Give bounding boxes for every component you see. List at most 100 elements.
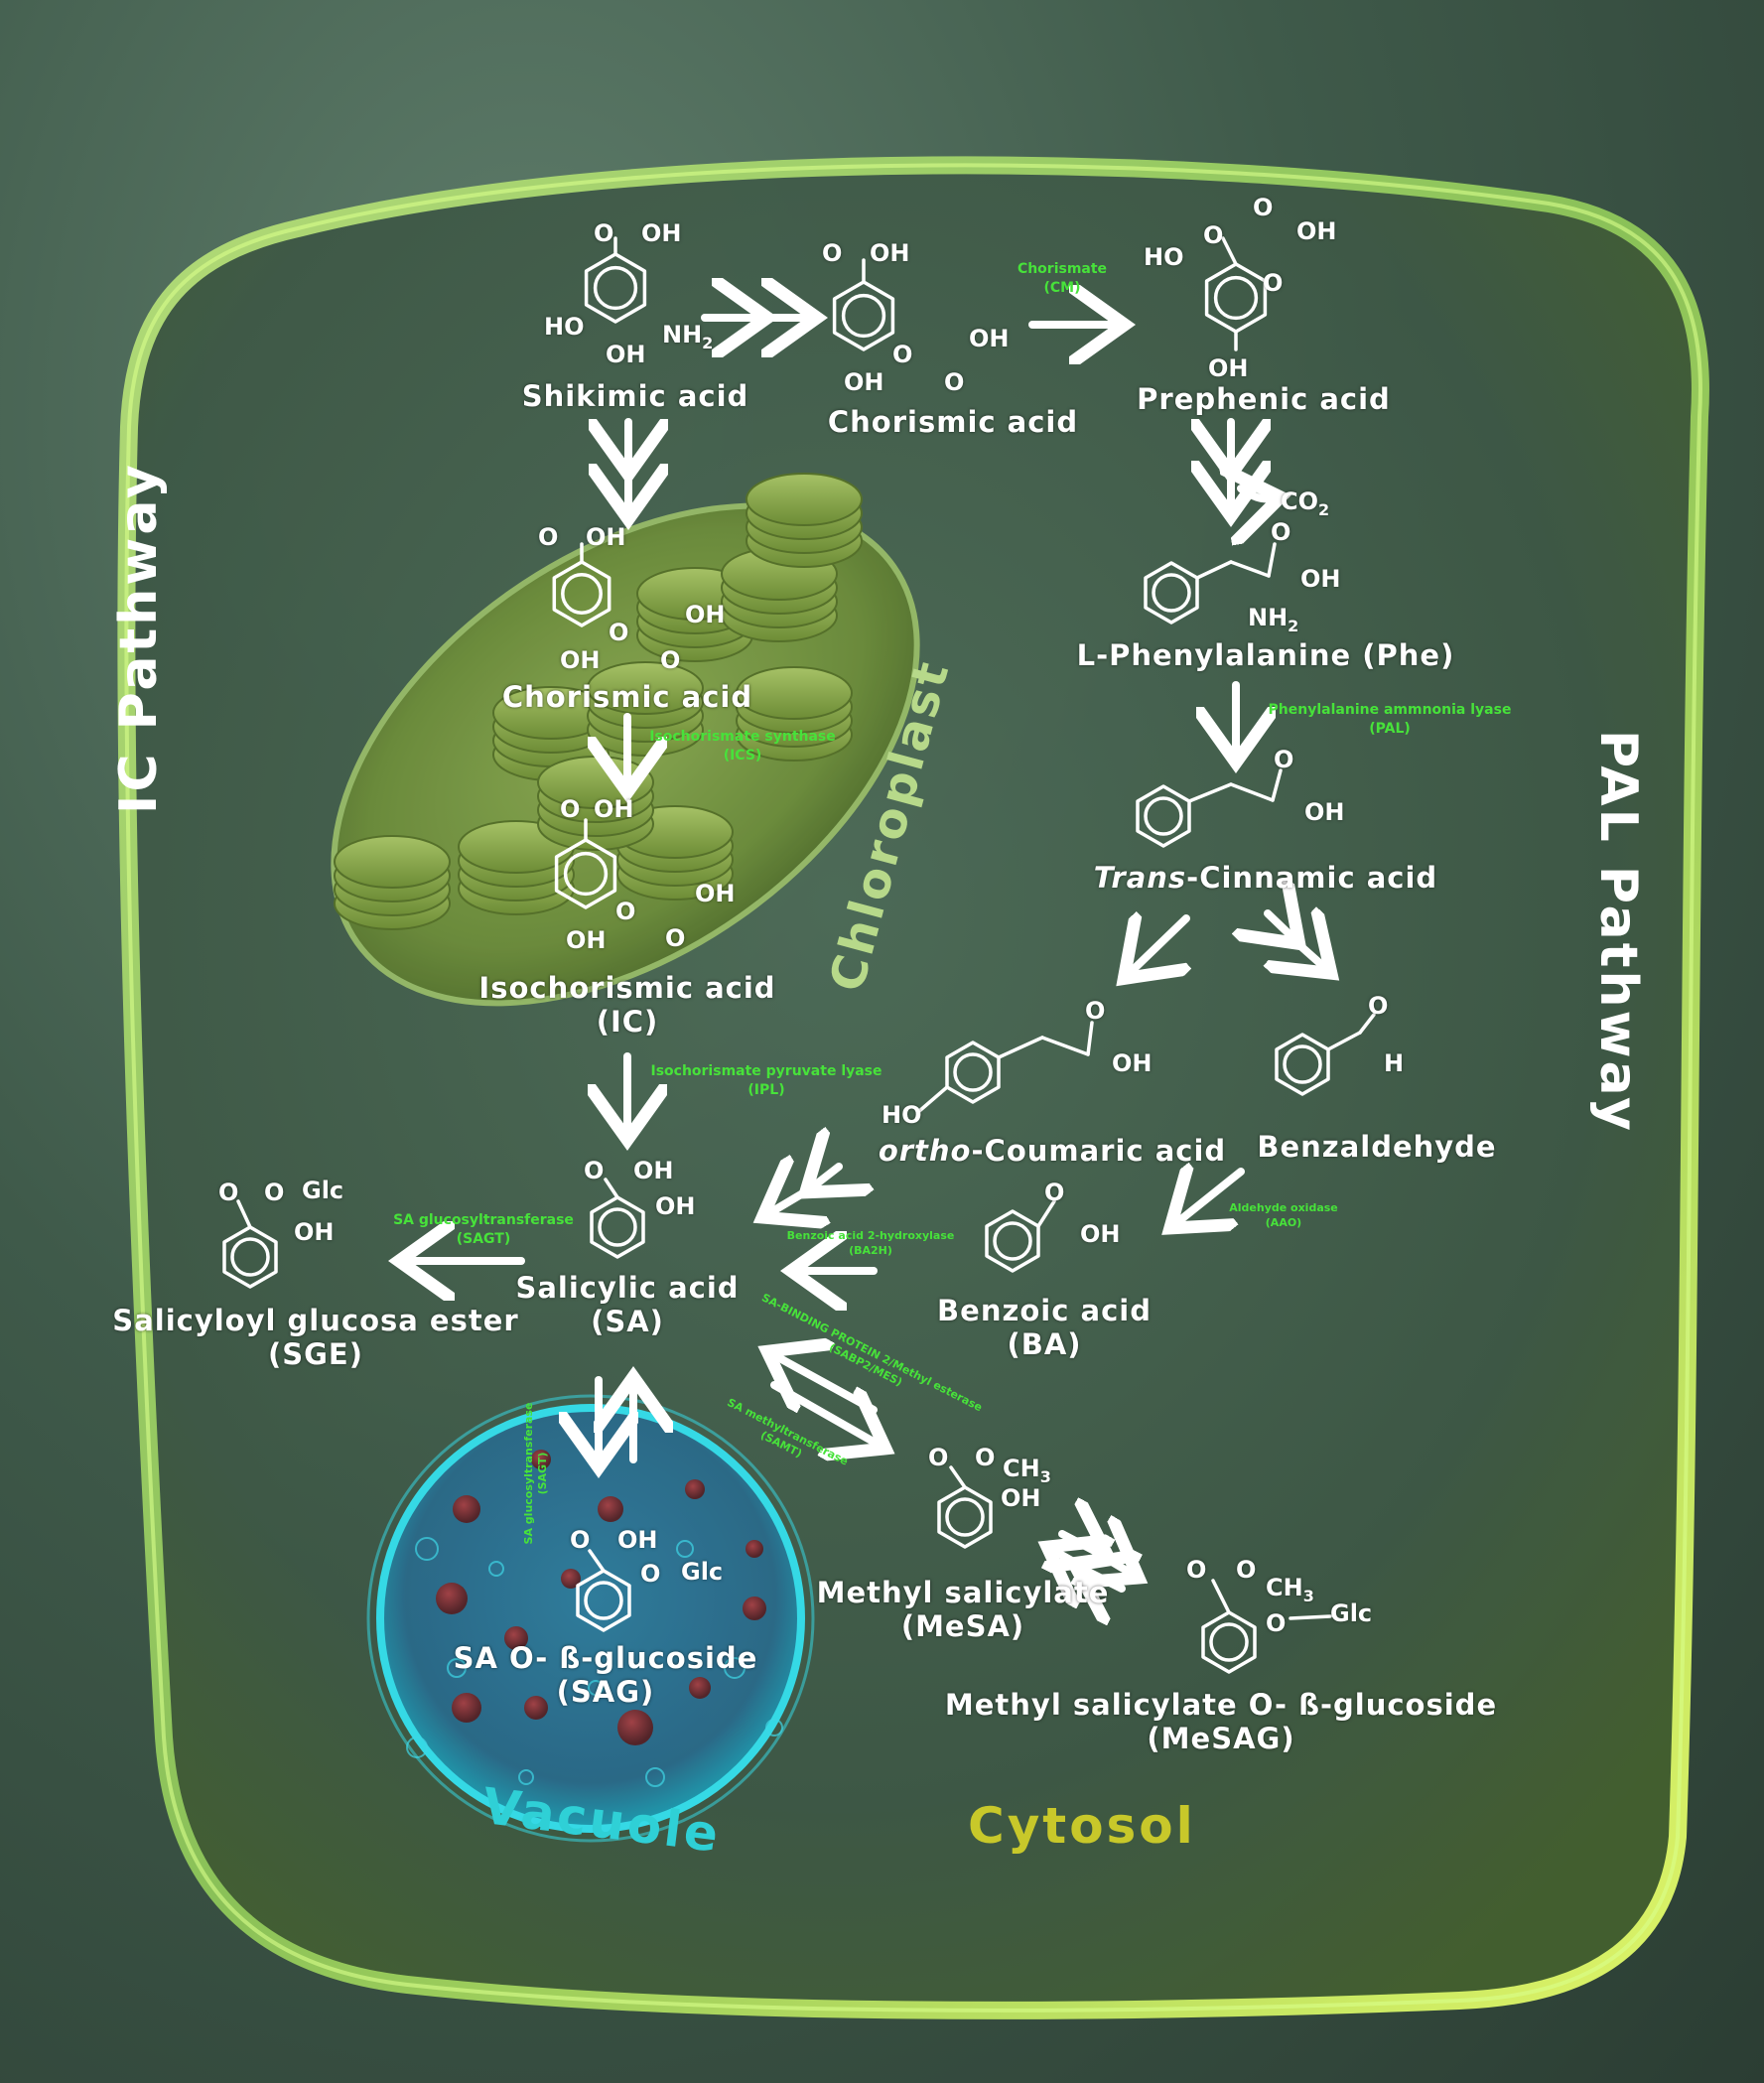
vacuole-particle: [453, 1495, 480, 1523]
vacuole-vesicle: [447, 1658, 467, 1678]
pal-pathway-label: PAL Pathway: [1588, 730, 1648, 1134]
sag-label: SA O- ß-glucoside: [453, 1641, 758, 1675]
benzaldehyde-ring-aromatic: [1283, 1044, 1322, 1084]
salicylic-bond: [604, 1178, 619, 1199]
prephenic-bond: [1221, 236, 1238, 266]
vacuole-particle: [598, 1496, 623, 1522]
sag-abbr-label: (SAG): [556, 1675, 655, 1709]
sge-o: O: [218, 1179, 239, 1206]
salicylic-ring-aromatic: [598, 1207, 637, 1247]
mesag-label: Methyl salicylate O- ß-glucoside: [944, 1688, 1498, 1722]
granum-disc: [736, 666, 853, 720]
sag-oh: OH: [617, 1526, 658, 1554]
benzoic-ring-aromatic: [993, 1221, 1032, 1261]
chorismic-chloro-ring: [552, 560, 611, 627]
arrow-mesa-sa: [774, 1355, 878, 1414]
sag-o: O: [570, 1526, 591, 1554]
enzyme-ipl-line1: Isochorismate pyruvate lyase: [650, 1063, 882, 1079]
prephenic-ho: HO: [1144, 243, 1184, 271]
vacuole: [366, 1394, 815, 1843]
mesa-o: O: [928, 1444, 949, 1471]
enzyme-aao-line2: (AAO): [1265, 1216, 1302, 1229]
sge-label: Salicyloyl glucosa ester: [112, 1304, 519, 1337]
coumaric-oh: OH: [1112, 1049, 1153, 1077]
isochorismic-o: O: [560, 795, 581, 823]
vacuole-vesicle: [488, 1561, 504, 1577]
phe-nh-sub: 2: [1288, 616, 1299, 635]
chorismic-top-oh: OH: [870, 239, 910, 267]
mesa-ch-sub: 3: [1039, 1466, 1051, 1486]
isochorismic-acid-label: Isochorismic acid: [478, 971, 776, 1005]
mesag-ch-sub: 3: [1302, 1586, 1314, 1605]
vacuole-particle: [689, 1677, 711, 1699]
mesa-o-methyl: O: [975, 1444, 996, 1471]
enzyme-ics-line2: (ICS): [723, 748, 762, 764]
isochorismic-o-ether: O: [615, 898, 636, 925]
enzyme-ba2h-line2: (BA2H): [849, 1244, 892, 1257]
shikimic-acid-label: Shikimic acid: [521, 379, 749, 413]
arrow-cinnamic-benzaldehyde-2: [1297, 943, 1325, 968]
prephenic-oh-bottom: OH: [1208, 354, 1249, 382]
cinnamic-acid-rest: -Cinnamic acid: [1186, 861, 1438, 895]
vacuole-particle: [743, 1597, 766, 1620]
cell-membrane: [117, 156, 1709, 2019]
salicylic-o: O: [584, 1157, 605, 1184]
enzyme-sagt-vertical-line1: SA glucosyltransferase: [522, 1402, 535, 1545]
salicylic-abbr-label: (SA): [591, 1305, 664, 1338]
shikimic-nh2: NH2: [662, 322, 713, 356]
chorismic-top-o: O: [822, 239, 843, 267]
enzyme-ipl-line2: (IPL): [747, 1082, 785, 1098]
vacuole-particle: [685, 1479, 705, 1499]
vacuole-vesicle: [588, 1680, 604, 1696]
coumaric-acid-italic: ortho: [878, 1134, 972, 1168]
benzaldehyde-h: H: [1384, 1049, 1405, 1077]
arrow-benzaldehyde-ba: [1176, 1172, 1245, 1223]
chorismic-top-ring: [832, 280, 895, 351]
mesag-o-glc: O: [1266, 1609, 1287, 1637]
vacuole-particle: [531, 1450, 551, 1469]
enzyme-sagt-vertical-label: SA glucosyltransferase (SAGT): [522, 1403, 550, 1545]
coumaric-ring-aromatic: [953, 1052, 993, 1092]
mesag-ch3: CH3: [1266, 1575, 1314, 1609]
vacuole-particle: [524, 1696, 548, 1720]
salicylic-ring: [590, 1195, 645, 1259]
sge-bond: [236, 1199, 252, 1229]
chorismic-top-oh-bottom: OH: [844, 368, 884, 396]
mesag-abbr-label: (MeSAG): [1147, 1722, 1295, 1755]
cinnamic-bond: [1187, 782, 1233, 803]
coumaric-bond: [997, 1036, 1044, 1059]
cinnamic-acid-label: Trans-Cinnamic acid: [1094, 861, 1437, 895]
sag-bond: [588, 1549, 606, 1573]
isochorismic-ring-aromatic: [563, 851, 609, 897]
cinnamic-bond: [1229, 782, 1275, 802]
cinnamic-acid-italic: Trans: [1093, 861, 1187, 895]
co2-text: CO: [1281, 487, 1319, 515]
sag-ring: [576, 1569, 631, 1632]
prephenic-o-left: O: [1203, 221, 1224, 249]
mesa-label: Methyl salicylate: [816, 1576, 1110, 1609]
chorismic-chloro-o-ether: O: [609, 619, 629, 646]
mesa-ch: CH: [1003, 1455, 1040, 1482]
isochorismic-ring: [554, 838, 617, 909]
granum-disc: [746, 473, 863, 526]
sge-oh: OH: [294, 1218, 335, 1246]
chorismic-acid-top-label: Chorismic acid: [827, 405, 1079, 439]
phe-o: O: [1271, 518, 1291, 546]
vacuole-vesicle: [765, 1719, 783, 1736]
benzaldehyde-bond: [1326, 1031, 1362, 1051]
enzyme-aao-line1: Aldehyde oxidase: [1229, 1201, 1338, 1214]
phenylalanine-label: L-Phenylalanine (Phe): [1076, 638, 1455, 672]
phe-oh: OH: [1300, 565, 1341, 593]
benzoic-abbr-label: (BA): [1007, 1327, 1082, 1361]
sge-ring-aromatic: [230, 1237, 270, 1277]
enzyme-sagt-line2: (SAGT): [456, 1231, 511, 1247]
phe-bond: [1195, 560, 1233, 580]
isochorismic-oh-acid: OH: [695, 880, 736, 907]
shikimic-ring: [584, 252, 647, 324]
chorismic-chloro-o: O: [538, 523, 559, 551]
enzyme-cm-line2: (CM): [1043, 280, 1081, 296]
sge-ring: [222, 1225, 278, 1289]
prephenic-o-top: O: [1253, 194, 1274, 221]
arrow-coumaric-sa-2: [769, 1191, 806, 1213]
